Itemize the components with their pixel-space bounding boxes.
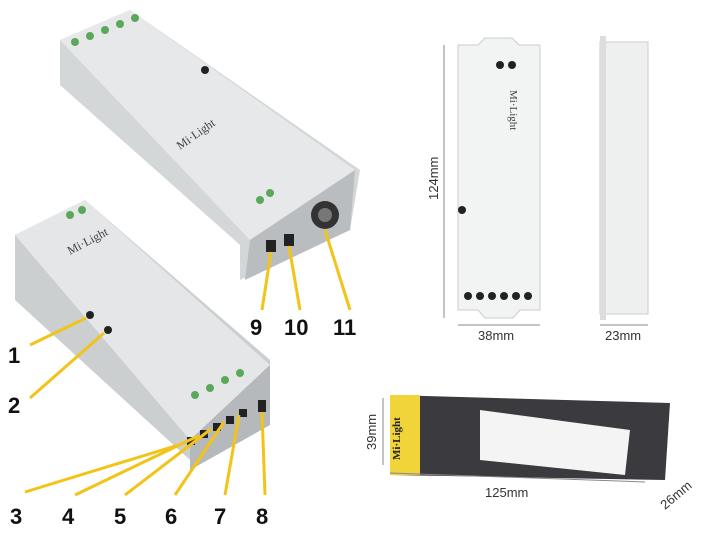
dim-box-depth: 26mm — [657, 478, 694, 513]
controller-front-view: Mi·Light 124mm 38mm — [426, 37, 541, 343]
callout-7: 7 — [214, 504, 226, 529]
callout-arrows — [24, 229, 352, 497]
callout-5: 5 — [114, 504, 126, 529]
svg-text:Mi·Light: Mi·Light — [391, 417, 403, 460]
package-box: Mi·Light 39mm 125mm 26mm — [364, 395, 695, 512]
dim-front-width: 38mm — [478, 328, 514, 343]
dim-front-height: 124mm — [426, 157, 441, 200]
callout-4: 4 — [62, 504, 75, 529]
controller-top-view: Mi·Light — [60, 10, 360, 280]
callout-labels: 1 2 3 4 5 6 7 8 9 10 11 — [8, 315, 356, 529]
svg-text:Mi·Light: Mi·Light — [507, 90, 519, 130]
callout-10: 10 — [284, 315, 308, 340]
dim-box-length: 125mm — [485, 485, 528, 500]
callout-8: 8 — [256, 504, 268, 529]
controller-side-view: 23mm — [599, 36, 649, 343]
callout-11: 11 — [333, 315, 356, 340]
callout-6: 6 — [165, 504, 177, 529]
dim-box-height: 39mm — [364, 414, 379, 450]
dim-side-depth: 23mm — [605, 328, 641, 343]
callout-3: 3 — [10, 504, 22, 529]
callout-2: 2 — [8, 393, 20, 418]
callout-1: 1 — [8, 343, 20, 368]
callout-9: 9 — [250, 315, 262, 340]
